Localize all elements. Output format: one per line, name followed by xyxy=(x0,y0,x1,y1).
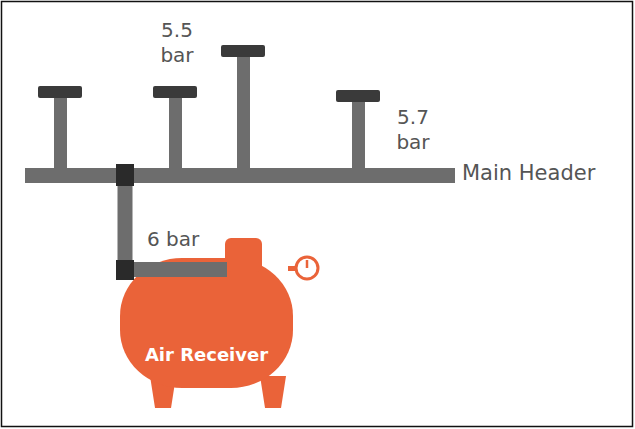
receiver-dome xyxy=(225,238,262,272)
pressure-gauge xyxy=(296,257,318,279)
receiver-body xyxy=(120,258,293,388)
pressure-label: 5.5 bar xyxy=(153,18,201,68)
main-header-pipe: Main Header xyxy=(25,168,455,183)
air-receiver-tank: Air Receiver xyxy=(133,236,333,412)
pressure-label: 6 bar xyxy=(145,227,201,251)
pressure-label: 5.7 bar xyxy=(389,105,437,155)
receiver-leg xyxy=(260,376,286,408)
receiver-shape xyxy=(133,236,333,412)
elbow-fitting xyxy=(116,260,134,280)
inlet-pipe xyxy=(133,262,227,277)
gauge-needle xyxy=(306,260,309,268)
riser-pipes xyxy=(54,54,365,170)
receiver-label: Air Receiver xyxy=(120,344,293,365)
pipe-connector xyxy=(125,183,133,270)
header-label: Main Header xyxy=(462,161,595,185)
riser-caps xyxy=(38,45,380,102)
